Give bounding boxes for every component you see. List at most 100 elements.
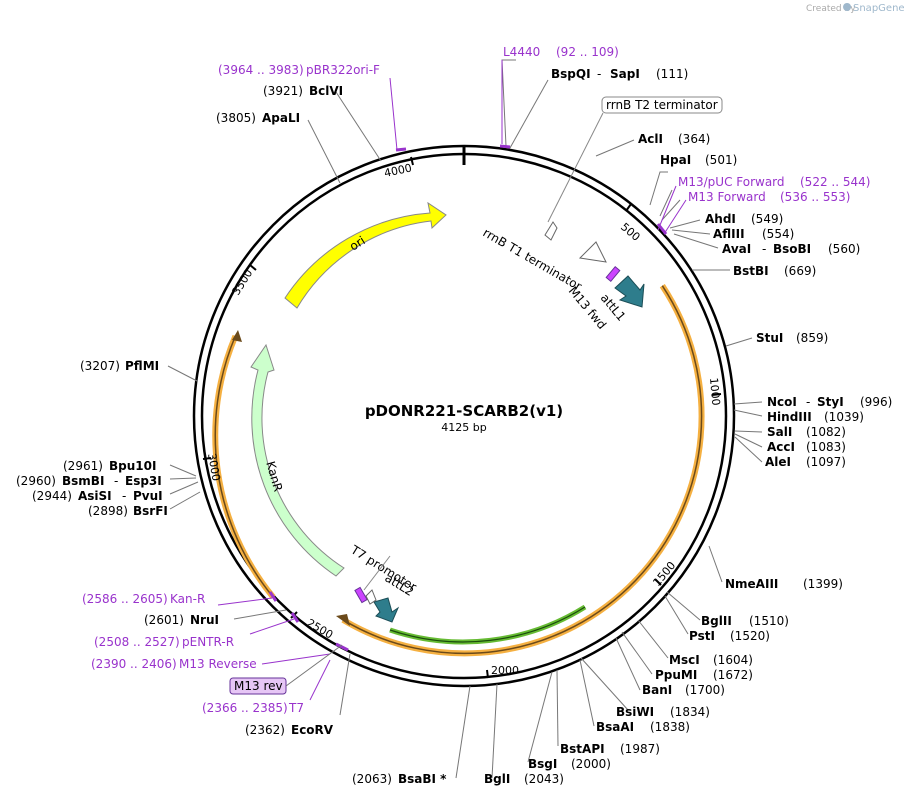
enzyme-name[interactable]: NcoI (767, 395, 797, 409)
primer-name[interactable]: M13 Forward (688, 190, 766, 204)
enzyme-name[interactable]: AflIII (713, 227, 745, 241)
primer-name[interactable]: L4440 (503, 45, 540, 59)
primer-range: (3964 .. 3983) (218, 63, 304, 77)
enzyme-name[interactable]: BsiWI (616, 705, 654, 719)
primer-name[interactable]: pBR322ori-F (306, 63, 380, 77)
enzyme-name[interactable]: AhdI (705, 212, 736, 226)
primer-name[interactable]: M13/pUC Forward (678, 175, 785, 189)
snapgene-logo-icon (843, 3, 852, 11)
enzyme-position: (2362) (245, 723, 285, 737)
enzyme-name[interactable]: PpuMI (655, 668, 697, 682)
m13-rev-marker (354, 586, 368, 604)
enzyme-name[interactable]: AsiSI (78, 489, 112, 503)
enzyme-name[interactable]: BsmBI (62, 474, 104, 488)
enzyme-name[interactable]: BsoBI (773, 242, 811, 256)
primer-labels: L4440 (92 .. 109) M13/pUC Forward (522 .… (82, 45, 870, 715)
enzyme-position: (2944) (32, 489, 72, 503)
enzyme-position: (501) (705, 153, 737, 167)
enzyme-name[interactable]: SapI (610, 67, 640, 81)
enzyme-name[interactable]: PstI (689, 629, 715, 643)
enzyme-name[interactable]: BglI (484, 772, 510, 786)
enzyme-position: (1700) (685, 683, 725, 697)
enzyme-separator: - (597, 67, 601, 81)
enzyme-name[interactable]: BclVI (309, 84, 343, 98)
enzyme-name[interactable]: BstBI (733, 264, 769, 278)
enzyme-position: (560) (828, 242, 860, 256)
enzyme-name[interactable]: NmeAIII (725, 577, 778, 591)
primer-name[interactable]: T7 (288, 701, 304, 715)
rrnb-t2-terminator-box (601, 96, 723, 114)
primer-range: (522 .. 544) (800, 175, 870, 189)
tick-label-4000: 4000 (383, 161, 413, 180)
primer-name[interactable]: Kan-R (170, 592, 205, 606)
enzyme-name[interactable]: Esp3I (125, 474, 162, 488)
insert-arrowhead (336, 614, 350, 626)
enzyme-name[interactable]: AccI (767, 440, 795, 454)
enzyme-name[interactable]: AleI (765, 455, 791, 469)
ori-feature-arrow[interactable] (284, 201, 447, 309)
enzyme-name[interactable]: PvuI (133, 489, 163, 503)
enzyme-position: (2000) (571, 757, 611, 771)
enzyme-name[interactable]: NruI (190, 613, 219, 627)
enzyme-separator: - (806, 395, 810, 409)
plasmid-name: pDONR221-SCARB2(v1) (365, 402, 563, 420)
insert-arc-outline (341, 284, 705, 657)
rrnb-t2-leader (547, 112, 604, 223)
enzyme-position: (1399) (803, 577, 843, 591)
rrnb-t1-terminator-label: rrnB T1 terminator (481, 225, 585, 293)
enzyme-position: (1672) (713, 668, 753, 682)
enzyme-name[interactable]: EcoRV (291, 723, 334, 737)
enzyme-position: (111) (656, 67, 688, 81)
enzyme-position: (1097) (806, 455, 846, 469)
enzyme-name[interactable]: StuI (756, 331, 783, 345)
enzyme-position: (1838) (650, 720, 690, 734)
enzyme-position: (1604) (713, 653, 753, 667)
enzyme-position: (2063) (352, 772, 392, 786)
enzyme-separator: - (114, 474, 118, 488)
primer-range: (2366 .. 2385) (202, 701, 288, 715)
enzyme-name[interactable]: BsrFI (133, 504, 168, 518)
enzyme-name[interactable]: StyI (817, 395, 844, 409)
enzyme-name[interactable]: MscI (669, 653, 700, 667)
enzyme-labels: BspQI - SapI (111) AclI (364) HpaI (501)… (16, 67, 892, 786)
enzyme-name[interactable]: SalI (767, 425, 792, 439)
primer-range: (92 .. 109) (556, 45, 619, 59)
enzyme-name[interactable]: BanI (642, 683, 672, 697)
enzyme-position: (3207) (80, 359, 120, 373)
kanr-feature-arrow[interactable] (250, 343, 345, 577)
enzyme-name[interactable]: AvaI (722, 242, 751, 256)
rrnb-t2-terminator-label: rrnB T2 terminator (606, 98, 718, 112)
primer-name[interactable]: pENTR-R (182, 635, 234, 649)
m13-rev-label: M13 rev (234, 679, 283, 693)
enzyme-name[interactable]: BstAPI (560, 742, 605, 756)
enzyme-separator: - (762, 242, 766, 256)
enzyme-name[interactable]: AclI (638, 132, 663, 146)
primer-range: (536 .. 553) (780, 190, 850, 204)
enzyme-name[interactable]: BglII (701, 614, 732, 628)
enzyme-name[interactable]: ApaLI (262, 111, 300, 125)
tick-label-500: 500 (618, 220, 642, 243)
tick-label-2000: 2000 (491, 664, 519, 677)
enzyme-name[interactable]: BsaBI * (398, 772, 447, 786)
primer-range: (2390 .. 2406) (91, 657, 177, 671)
enzyme-position: (2960) (16, 474, 56, 488)
m13-fwd-marker (605, 266, 621, 282)
primer-name[interactable]: M13 Reverse (179, 657, 257, 671)
enzyme-name[interactable]: BsgI (528, 757, 557, 771)
enzyme-name[interactable]: Bpu10I (109, 459, 156, 473)
enzyme-name[interactable]: BsaAI (596, 720, 634, 734)
enzyme-name[interactable]: HindIII (767, 410, 812, 424)
tick-label-3500: 3500 (230, 267, 256, 298)
rrnb-t1-terminator-marker (578, 241, 607, 263)
attl2-arrow (373, 597, 400, 623)
enzyme-position: (1083) (806, 440, 846, 454)
credit-prefix: Created by (806, 4, 856, 14)
enzyme-position: (1987) (620, 742, 660, 756)
enzyme-name[interactable]: HpaI (660, 153, 691, 167)
primer-leaders (217, 60, 687, 701)
enzyme-position: (554) (762, 227, 794, 241)
enzyme-name[interactable]: BspQI (551, 67, 591, 81)
enzyme-name[interactable]: PflMI (125, 359, 159, 373)
t7-promoter-marker (365, 589, 377, 605)
enzyme-separator: - (122, 489, 126, 503)
